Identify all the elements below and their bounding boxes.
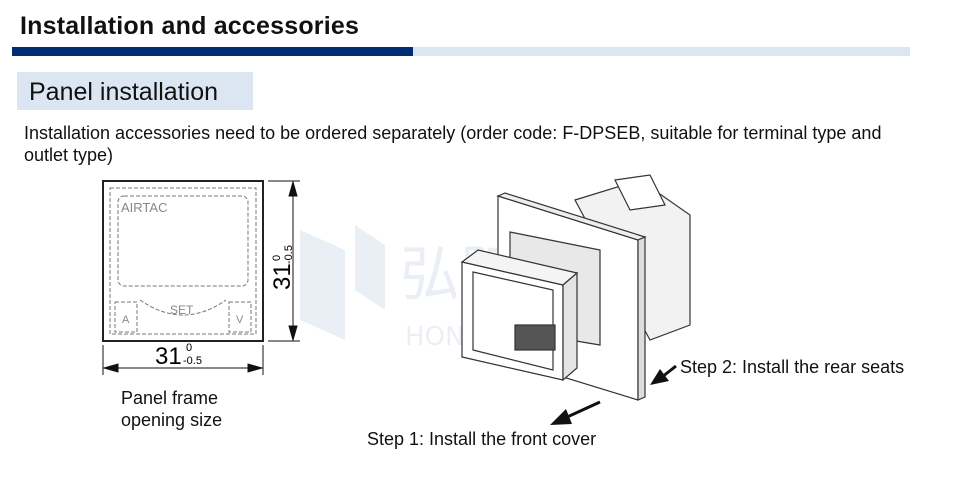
- horizontal-dimension-line: [102, 345, 264, 375]
- controller-front-view: [102, 180, 264, 342]
- up-key: A: [122, 314, 130, 326]
- svg-text:0: 0: [271, 255, 283, 261]
- down-key: V: [236, 314, 244, 326]
- svg-text:-0.5: -0.5: [283, 245, 295, 264]
- section-description: Installation accessories need to be orde…: [24, 123, 882, 165]
- frame-caption: Panel frame opening size: [121, 388, 223, 430]
- step-arrows: [550, 364, 677, 425]
- vertical-dimension-line: [268, 180, 300, 342]
- svg-text:31: 31: [155, 343, 182, 370]
- set-key: SET: [170, 303, 194, 317]
- page-title: Installation and accessories: [20, 12, 360, 40]
- horizontal-dimension-label: 31 0 -0.5: [155, 342, 202, 370]
- title-underline: [413, 47, 910, 56]
- title-underline-accent: [12, 47, 413, 56]
- vertical-dimension-label: 31 0 -0.5: [269, 245, 296, 290]
- svg-text:31: 31: [269, 263, 296, 290]
- svg-text:-0.5: -0.5: [183, 355, 202, 367]
- step-1-label: Step 1: Install the front cover: [367, 429, 597, 449]
- brand-logo: AIRTAC: [121, 200, 167, 215]
- step-2-label: Step 2: Install the rear seats: [680, 357, 905, 377]
- svg-text:0: 0: [186, 342, 192, 354]
- section-title: Panel installation: [17, 72, 253, 110]
- assembly-illustration: [460, 174, 691, 401]
